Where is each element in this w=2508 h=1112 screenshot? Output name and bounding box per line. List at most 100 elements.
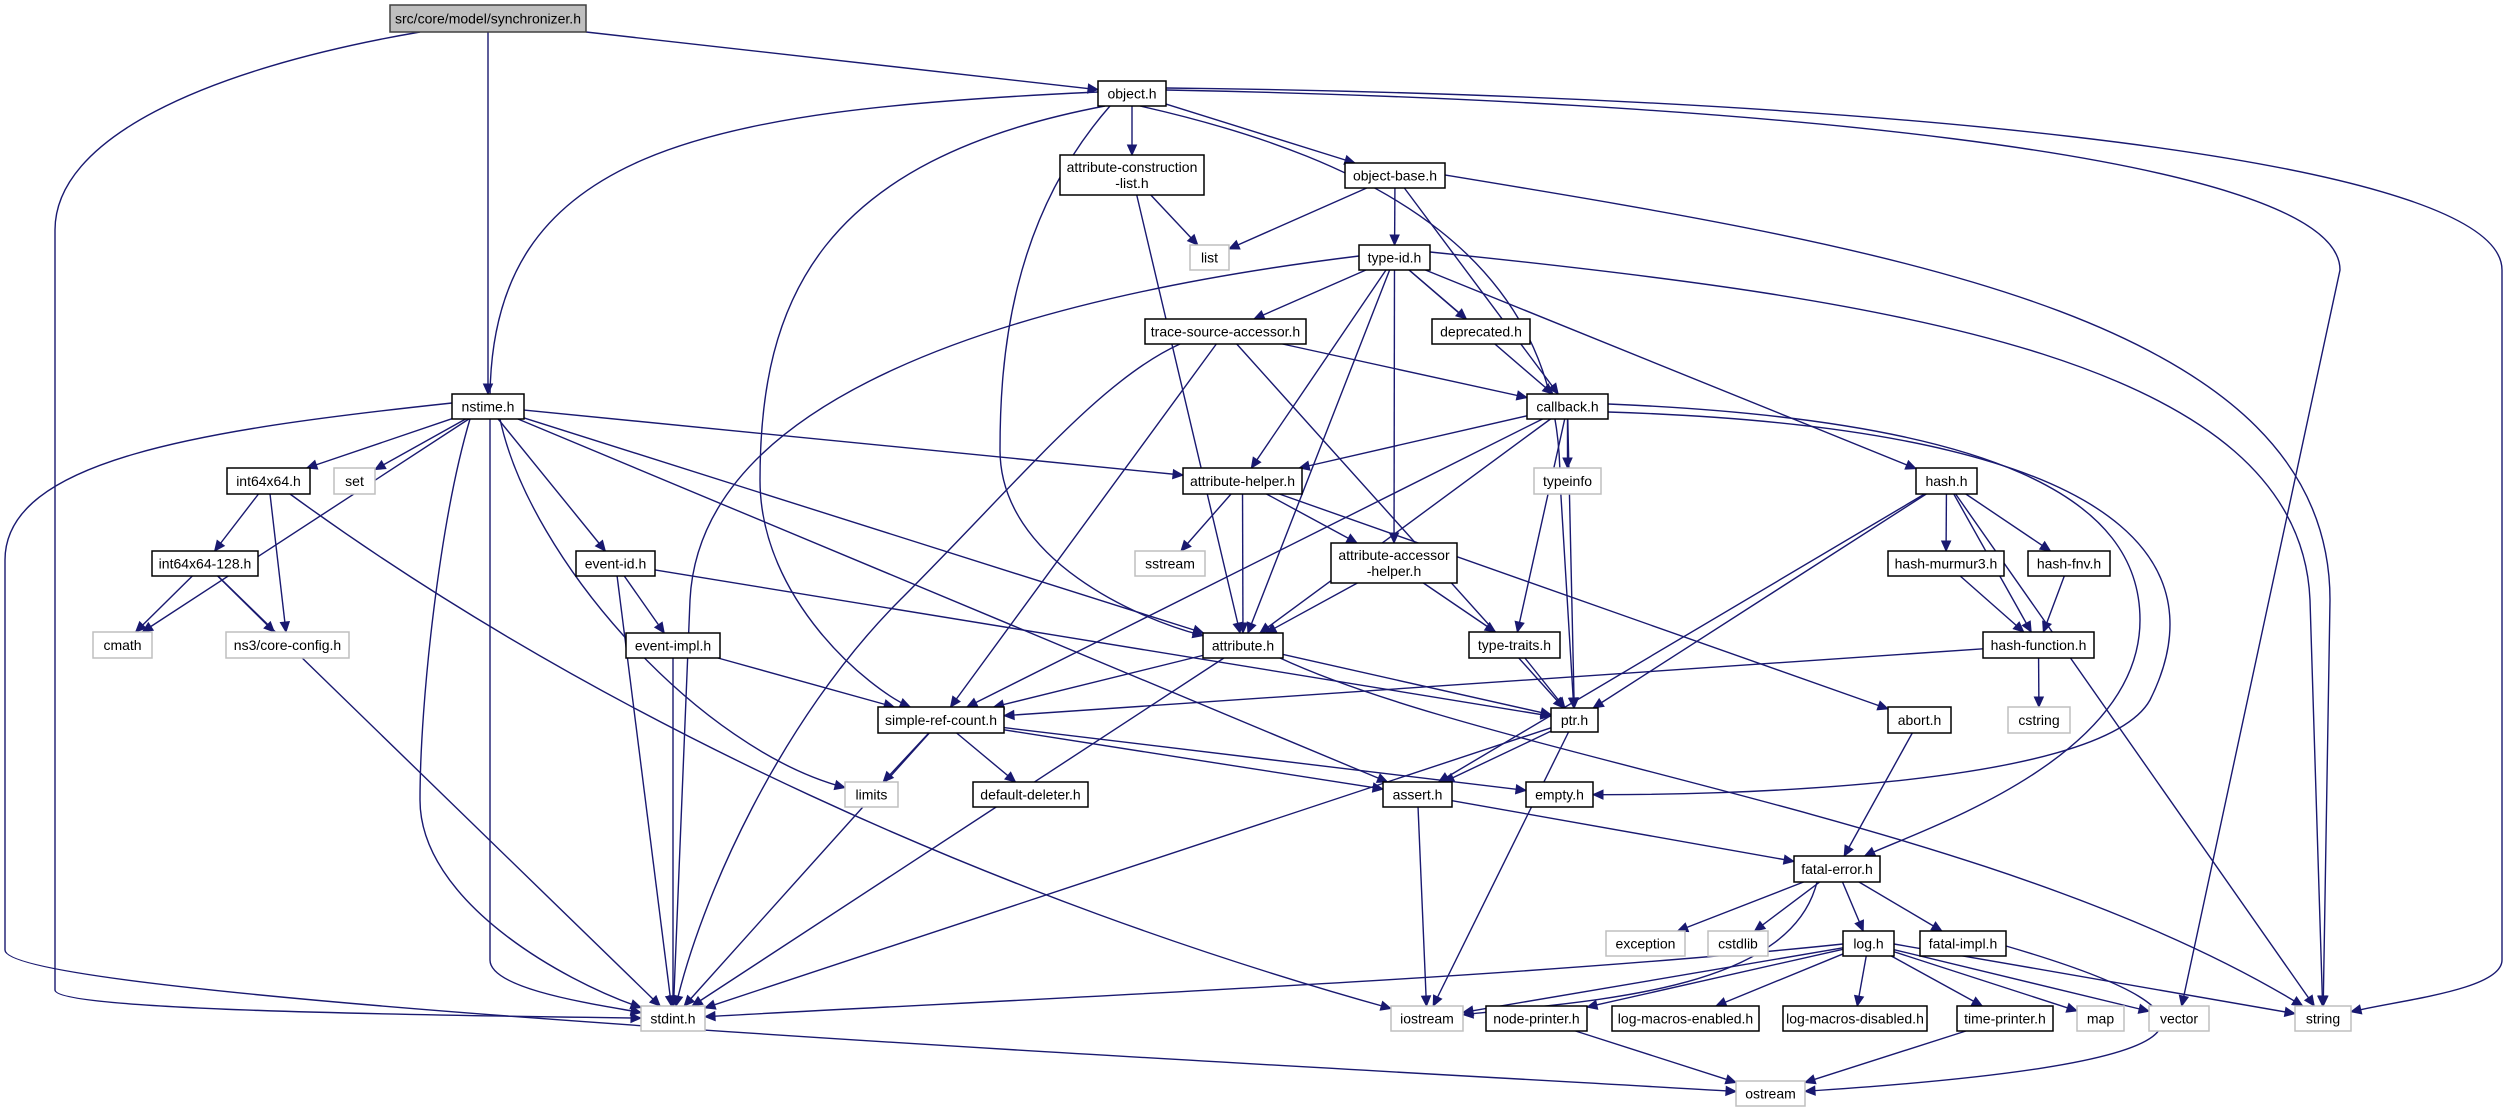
node-logen[interactable]: log-macros-enabled.h <box>1611 1005 1760 1032</box>
node-box <box>1982 631 2095 659</box>
node-label: hash-murmur3.h <box>1895 556 1998 572</box>
edge-root-to-stdint <box>54 31 643 1024</box>
arrowhead-icon <box>1172 468 1185 480</box>
node-label: exception <box>1616 936 1676 952</box>
node-box <box>1144 318 1307 345</box>
node-object[interactable]: object.h <box>1097 80 1167 107</box>
node-fatalimpl[interactable]: fatal-impl.h <box>1919 930 2007 957</box>
edge-nstime-to-attrhelper <box>523 409 1185 480</box>
edge-attrconstr-to-list <box>1150 194 1199 246</box>
node-assert[interactable]: assert.h <box>1382 781 1453 808</box>
arrowhead-icon <box>1843 844 1854 858</box>
edge-nstime-to-ostream <box>4 402 1738 1097</box>
node-set: set <box>333 467 376 495</box>
edge-murmur-to-hashfn <box>1959 575 2025 633</box>
arrowhead-icon <box>1592 697 1605 709</box>
node-int128[interactable]: int64x64-128.h <box>151 550 259 577</box>
edge-line <box>691 657 1225 1007</box>
edge-log-to-iostream <box>1461 947 1844 1016</box>
node-int64x64[interactable]: int64x64.h <box>226 467 311 495</box>
edge-line <box>1279 493 1889 710</box>
node-box <box>972 781 1089 808</box>
node-ptr[interactable]: ptr.h <box>1550 707 1599 733</box>
node-deleter[interactable]: default-deleter.h <box>972 781 1089 808</box>
arrowhead-icon <box>667 995 679 1008</box>
arrowhead-icon <box>2317 995 2328 1008</box>
edge-attribute-to-stdint <box>691 657 1225 1007</box>
arrowhead-icon <box>882 770 895 783</box>
arrowhead-icon <box>1930 921 1943 932</box>
node-nodeprinter[interactable]: node-printer.h <box>1485 1005 1588 1032</box>
edge-attrhelper-to-abort <box>1279 493 1890 711</box>
node-fnv[interactable]: hash-fnv.h <box>2027 550 2111 577</box>
edge-eventid-to-ptr <box>654 569 1553 720</box>
edge-line <box>1893 951 2078 1012</box>
node-typetraits[interactable]: type-traits.h <box>1468 631 1561 659</box>
edge-line <box>135 575 193 633</box>
node-root[interactable]: src/core/model/synchronizer.h <box>389 4 587 33</box>
arrowhead-icon <box>1562 457 1573 470</box>
node-eventid[interactable]: event-id.h <box>575 550 656 577</box>
edge-tsa-to-src <box>949 343 1217 708</box>
node-hash[interactable]: hash.h <box>1915 467 1978 495</box>
node-log[interactable]: log.h <box>1842 930 1895 957</box>
node-abort[interactable]: abort.h <box>1887 706 1952 734</box>
edge-int64x64-to-iostream <box>289 493 1393 1011</box>
edge-line <box>1165 87 2503 1013</box>
arrowhead-icon <box>373 459 387 471</box>
arrowhead-icon <box>1004 771 1017 783</box>
node-fatalerror[interactable]: fatal-error.h <box>1793 855 1881 883</box>
node-label: deprecated.h <box>1440 324 1522 340</box>
node-attribute[interactable]: attribute.h <box>1202 632 1284 659</box>
arrowhead-icon <box>1803 1085 1816 1096</box>
edge-log-to-logen <box>1714 953 1844 1007</box>
edge-line <box>1592 411 2171 796</box>
node-src[interactable]: simple-ref-count.h <box>877 706 1005 734</box>
edge-line <box>374 418 466 471</box>
node-tsa[interactable]: trace-source-accessor.h <box>1144 318 1307 345</box>
edge-ptr-to-iostream <box>1432 731 1570 1008</box>
node-logdis[interactable]: log-macros-disabled.h <box>1782 1005 1928 1032</box>
node-eventimpl[interactable]: event-impl.h <box>625 632 721 659</box>
node-box <box>1915 467 1978 495</box>
node-label: trace-source-accessor.h <box>1151 324 1300 340</box>
edge-line <box>759 105 1106 708</box>
node-typeid[interactable]: type-id.h <box>1358 244 1431 271</box>
arrowhead-icon <box>1876 700 1890 711</box>
node-label: hash-function.h <box>1991 637 2087 653</box>
node-ostream: ostream <box>1735 1080 1806 1107</box>
node-callback[interactable]: callback.h <box>1526 393 1609 420</box>
node-attrhelper[interactable]: attribute-helper.h <box>1182 467 1303 495</box>
node-box <box>1887 706 1952 734</box>
node-murmur[interactable]: hash-murmur3.h <box>1887 550 2005 577</box>
node-objectbase[interactable]: object-base.h <box>1344 162 1446 189</box>
arrowhead-icon <box>1539 707 1553 718</box>
edge-eventid-to-eventimpl <box>623 575 665 634</box>
arrowhead-icon <box>648 994 662 1007</box>
node-attrconstr[interactable]: attribute-construction-list.h <box>1059 154 1205 196</box>
node-label: time-printer.h <box>1964 1011 2046 1027</box>
edge-log-to-timeprinter <box>1890 955 1984 1007</box>
edge-line <box>1592 493 1927 709</box>
edge-int128-to-cmath <box>134 575 193 633</box>
arrowhead-icon <box>703 999 717 1010</box>
node-label: attribute-accessor <box>1338 547 1450 563</box>
node-box <box>225 631 350 659</box>
arrowhead-icon <box>1420 995 1432 1008</box>
arrowhead-icon <box>2012 621 2025 633</box>
node-label: fatal-impl.h <box>1929 936 1997 952</box>
arrowhead-icon <box>2283 1006 2297 1018</box>
node-hashfn[interactable]: hash-function.h <box>1982 631 2095 659</box>
edge-line <box>993 654 1204 708</box>
node-label: empty.h <box>1535 787 1584 803</box>
edge-int64x64-to-coreconfig <box>269 493 291 634</box>
node-nstime[interactable]: nstime.h <box>451 393 525 420</box>
node-accessor[interactable]: attribute-accessor-helper.h <box>1330 542 1458 584</box>
edge-line <box>1462 947 1844 1014</box>
node-empty[interactable]: empty.h <box>1525 781 1594 808</box>
edge-typeid-to-attrhelper <box>1250 269 1387 470</box>
edge-eventimpl-to-src <box>717 657 896 710</box>
node-deprecated[interactable]: deprecated.h <box>1431 318 1531 345</box>
node-timeprinter[interactable]: time-printer.h <box>1956 1005 2054 1032</box>
